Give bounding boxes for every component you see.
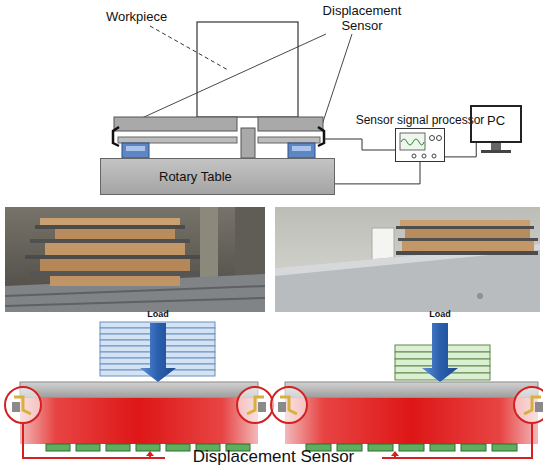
signal-wire [445,143,476,157]
photo-background [275,207,540,312]
callout-arrowhead [391,451,399,456]
processor-screen [400,133,425,150]
callout-arrowhead [146,451,154,456]
table-slot [5,286,265,296]
load-arrow [422,323,458,382]
leader-line [120,34,326,128]
processor-knob [430,136,435,141]
photo-plate-steel [396,251,538,255]
load-diagram-light [271,323,543,451]
photo-cabinet [372,228,394,262]
load-label: Load [415,309,465,319]
lower-plate [258,137,320,143]
monitor-stand [491,143,501,150]
leader-line [321,34,352,128]
processor-terminal [412,154,416,158]
waveform [401,139,424,145]
load-diagram-heavy [5,322,273,451]
node-label: PC [487,113,505,128]
load-label: Load [133,309,183,319]
deformation-plate [20,398,258,444]
support-block-highlight [292,146,311,151]
photo-plate-steel [25,255,200,259]
support-block-highlight [126,146,145,151]
node-label: Sensor signal processor [356,113,485,127]
photo-screw [477,293,483,299]
table-slot [5,298,265,306]
photo-plate-steel [396,226,534,229]
sensor-body [535,402,543,412]
photo-plate-steel [30,271,200,276]
photo-plate-wood [402,241,534,251]
photo-plate-wood [55,229,175,239]
sensor-block [136,444,160,451]
photo-light-load [275,207,540,312]
sensor-body [258,402,266,412]
pc-monitor: PC [470,105,522,143]
deformation-plate [285,398,538,444]
table-plate [258,117,323,131]
rotary-table: Rotary Table [100,158,335,195]
photo-plate-wood [400,220,530,226]
photo-plate-wood [50,276,180,286]
table-plate [20,382,258,398]
photo-plate-steel [30,239,190,243]
processor-terminal [432,154,436,158]
sensor-block [430,444,455,451]
processor-knob [437,136,442,141]
signal-wire [335,162,420,184]
photo-plate-wood [405,229,530,238]
center-pillar [241,128,255,158]
photo-plate-wood [45,243,185,255]
callout-label: Displacement Sensor [165,447,382,466]
node-label: Rotary Table [159,169,232,184]
sensor-block [368,444,393,451]
callout-line [23,423,165,458]
table-plate [285,382,538,398]
sensor-block [76,444,100,451]
signal-wire [324,139,395,150]
leader-line [150,26,228,70]
sensor-block [399,444,424,451]
load-arrow [140,323,176,382]
sensor-highlight-circle [237,387,273,423]
photo-table [275,244,540,312]
support-block [122,143,149,158]
sensor-block [106,444,130,451]
displacement-sensor-symbol [113,127,119,146]
signal-processor-box: Sensor signal processor [395,128,445,162]
photo-background [5,207,265,312]
part-label: Workpiece [106,10,196,25]
photo-plate-steel [35,225,185,229]
monitor-base [481,150,511,153]
photo-column [200,207,218,277]
photo-plate-steel [398,238,538,241]
schematic [113,22,522,162]
photo-table [5,274,265,312]
sensor-block [492,444,517,451]
photo-plate-wood [40,259,190,271]
sensor-body [278,402,286,412]
sensor-block [166,444,190,451]
photo-machine [235,207,265,277]
processor-terminal [422,154,426,158]
sensor-highlight-circle [514,387,543,423]
processor-body [395,128,445,162]
displacement-sensor-symbol [318,127,324,146]
support-block [288,143,315,158]
sensor-highlight-circle [5,387,41,423]
sensor-highlight-circle [271,387,307,423]
sensor-body [12,402,20,412]
sensor-block [461,444,486,451]
sensor-block [46,444,70,451]
photo-heavy-load [5,207,265,312]
photo-plate-wood [40,218,180,225]
callout-line [382,423,532,458]
lower-plate [118,137,237,143]
part-label: Displacement Sensor [316,4,408,34]
table-plate [114,117,237,131]
